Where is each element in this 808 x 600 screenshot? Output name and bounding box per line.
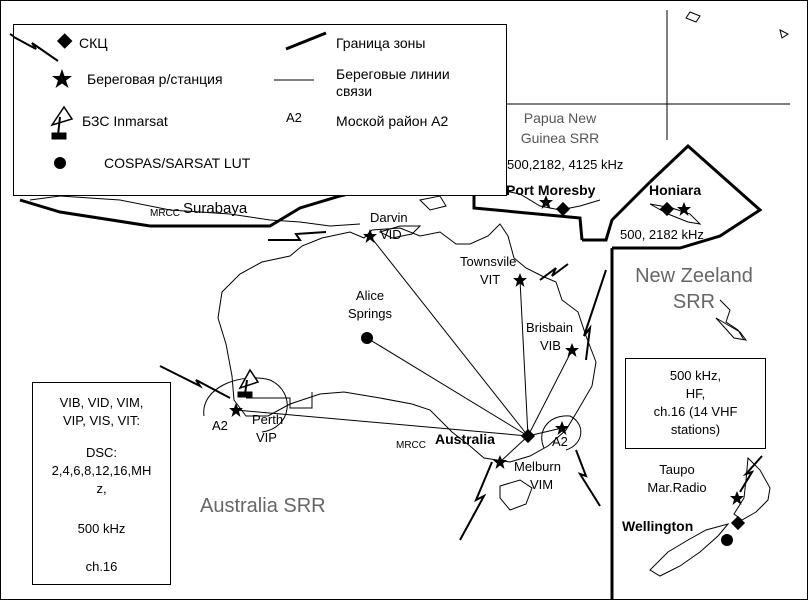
left-info-line5: z, [96, 481, 107, 496]
tasmania [499, 479, 533, 511]
townsville-star-icon [513, 273, 527, 287]
left-info-line2: VIP, VIS, VIT: [62, 413, 141, 428]
right-info-line3: ch.16 (14 VHF [653, 404, 738, 419]
legend-coast-station: Береговая р/станция [87, 71, 223, 87]
darwin-label: Darvin [370, 210, 408, 225]
townsville-code: VIT [480, 272, 501, 287]
island-north [418, 195, 447, 211]
brisbane-star-icon [565, 343, 579, 357]
perth-a2: A2 [212, 418, 228, 433]
nz-srr-line1: New Zeeland [635, 265, 753, 287]
png-freq: 500,2182, 4125 kHz [507, 157, 624, 172]
perth-label: Perth [252, 412, 284, 427]
legend-box: СКЦ Граница зоны Береговая р/станция Бер… [13, 24, 507, 196]
wellington-diamond-icon [730, 515, 746, 531]
right-info-line2: HF, [685, 386, 706, 401]
alice-label-2: Springs [347, 306, 393, 321]
indonesia-coast [29, 195, 361, 227]
legend-cospas: COSPAS/SARSAT LUT [104, 155, 251, 171]
solomon-freq: 500, 2182 kHz [620, 227, 704, 242]
nz-north-island [733, 456, 771, 521]
melbourne-star-icon [493, 455, 507, 469]
left-info-line7: ch.16 [85, 559, 118, 574]
alice-label-1: Alice [355, 288, 385, 303]
honiara-diamond-icon [659, 201, 675, 217]
darwin-star-icon [363, 229, 377, 243]
legend-border-icon [285, 31, 327, 51]
australia-label: Australia [435, 431, 495, 447]
port-moresby-diamond-icon [555, 201, 571, 217]
perth-code: VIP [256, 430, 277, 445]
legend-coast-lines-2: связи [336, 83, 373, 99]
nz-south-island [649, 523, 730, 577]
brisbane-label: Brisbain [526, 320, 573, 335]
new-caledonia [715, 317, 748, 341]
perth-star-icon [229, 403, 243, 417]
timor-island [378, 225, 422, 239]
legend-inmarsat: БЗС Inmarsat [82, 113, 168, 129]
legend-diamond-icon [56, 33, 73, 49]
legend-scc: СКЦ [79, 35, 108, 51]
townsville-label: Townsvile [460, 254, 517, 269]
left-info-line6: 500 kHz [77, 521, 126, 536]
legend-star-icon [52, 69, 72, 88]
left-info-line1: VIB, VID, VIM, [59, 395, 144, 410]
legend-coast-lines-1: Береговые линии [336, 66, 450, 82]
alice-springs-lut-icon [361, 332, 373, 344]
surabaya-label: Surabaya [183, 200, 248, 217]
honiara-label: Honiara [649, 182, 702, 198]
australia-mrcc-diamond-icon [520, 428, 536, 444]
right-info-line1: 500 kHz, [669, 368, 722, 383]
island-small-1 [685, 11, 701, 23]
vanuatu [719, 299, 745, 341]
legend-symbols [14, 31, 327, 169]
right-info-line4: stations) [670, 422, 721, 437]
brisbane-code: VIB [540, 338, 561, 353]
right-info-box: 500 kHz, HF, ch.16 (14 VHF stations) [625, 358, 766, 449]
honiara-star-icon [677, 202, 691, 216]
east-a2: A2 [552, 434, 568, 449]
png-srr-line2: Guinea SRR [520, 130, 600, 146]
taupo-star-icon [730, 491, 744, 505]
left-info-line4: 2,4,6,8,12,16,MH [51, 463, 152, 478]
taupo-label-2: Mar.Radio [647, 480, 707, 495]
east-a2-arc [541, 415, 582, 451]
port-moresby-label: Port Moresby [506, 182, 596, 198]
nz-srr-line2: SRR [672, 291, 716, 313]
left-info-box: VIB, VID, VIM, VIP, VIS, VIT: DSC: 2,4,6… [32, 382, 171, 585]
legend-circle-icon [54, 157, 66, 169]
legend-dish-icon [50, 105, 74, 140]
east-coast-star-icon [555, 421, 569, 435]
wellington-label: Wellington [622, 518, 694, 534]
wellington-lut-icon [721, 534, 733, 546]
legend-sea-area: Моской район A2 [336, 113, 449, 129]
darwin-code: VID [380, 227, 402, 242]
australia-mrcc-tag: MRCC [396, 440, 426, 451]
surabaya-mrcc-tag: MRCC [150, 208, 180, 219]
taupo-label-1: Taupo [659, 462, 695, 477]
legend-a2-tag: A2 [286, 110, 302, 125]
legend-bolt-icon [14, 36, 59, 62]
left-info-line3: DSC: [85, 445, 118, 460]
perth-a2-arc [203, 377, 288, 433]
perth-dish-icon [237, 368, 260, 398]
island-small-2 [779, 29, 789, 39]
australia-srr: Australia SRR [200, 495, 326, 517]
melbourne-code: VIM [530, 477, 554, 492]
png-srr-line1: Papua New [523, 110, 597, 126]
melbourne-label: Melburn [514, 459, 561, 474]
perth-shelf [246, 392, 313, 409]
legend-zone-border: Граница зоны [336, 35, 426, 51]
